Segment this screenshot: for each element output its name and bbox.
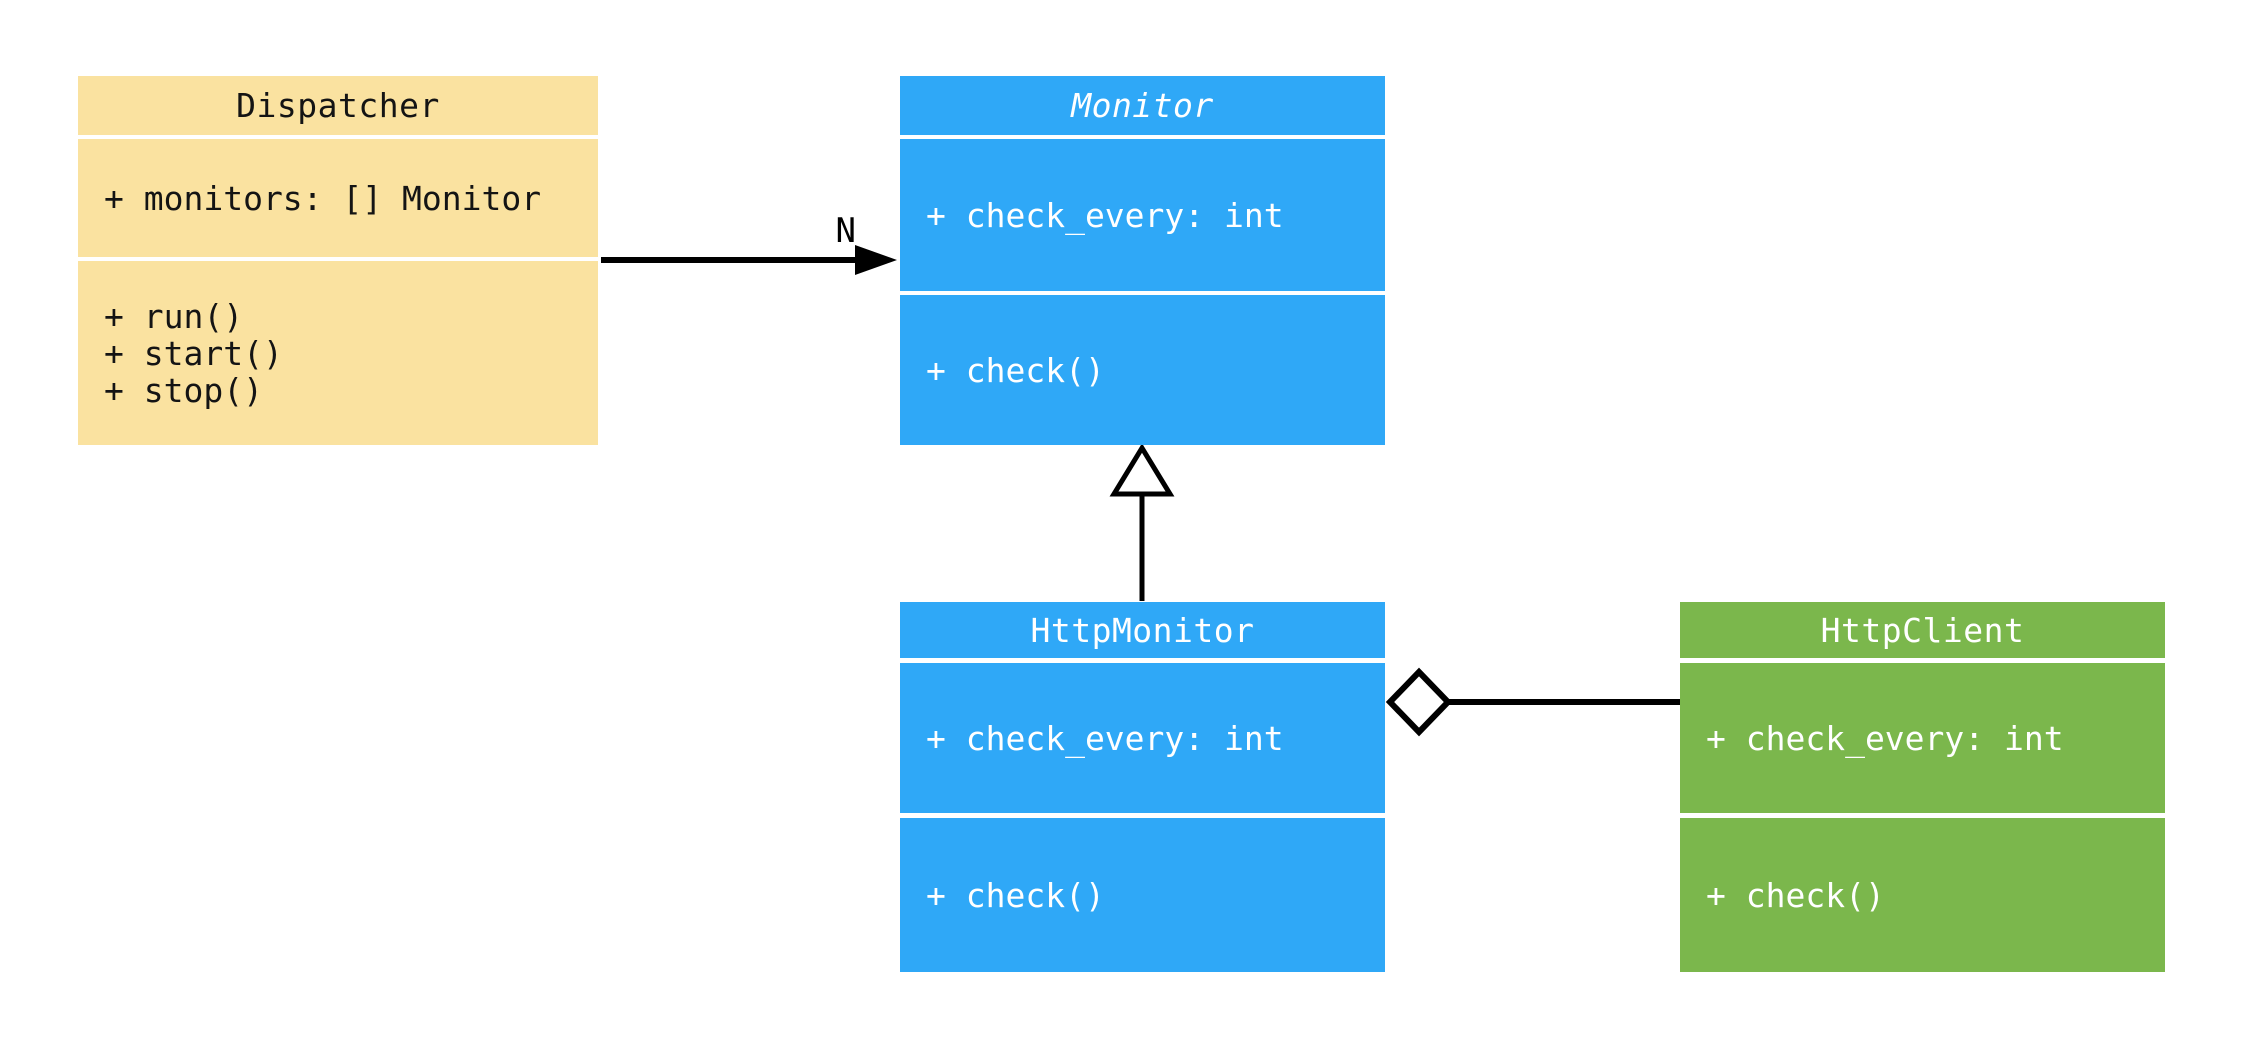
association-dispatcher-to-monitor: N <box>601 211 897 275</box>
hollow-diamond-icon <box>1385 667 1453 737</box>
method-line: + check() <box>926 875 1105 915</box>
aggregation-httpmonitor-to-httpclient <box>1385 667 1680 737</box>
class-name-httpmonitor: HttpMonitor <box>900 602 1385 658</box>
class-box-httpmonitor: HttpMonitor + check_every: int + check() <box>900 602 1385 972</box>
method-line: + stop() <box>104 370 263 410</box>
attribute-line: + check_every: int <box>926 718 1284 758</box>
attributes-section-monitor: + check_every: int <box>900 139 1385 291</box>
attribute-line: + check_every: int <box>926 195 1284 235</box>
methods-section-httpmonitor: + check() <box>900 818 1385 972</box>
multiplicity-label: N <box>836 211 856 251</box>
class-name-dispatcher: Dispatcher <box>78 76 598 135</box>
method-line: + check() <box>926 350 1105 390</box>
method-line: + start() <box>104 333 283 373</box>
hollow-triangle-arrowhead-icon <box>1109 443 1175 497</box>
methods-section-httpclient: + check() <box>1680 818 2165 972</box>
method-line: + check() <box>1706 875 1885 915</box>
class-box-monitor: Monitor + check_every: int + check() <box>900 76 1385 445</box>
attribute-line: + check_every: int <box>1706 718 2064 758</box>
attributes-section-httpclient: + check_every: int <box>1680 663 2165 813</box>
class-name-httpclient: HttpClient <box>1680 602 2165 658</box>
generalization-httpmonitor-to-monitor <box>1109 443 1175 601</box>
methods-section-monitor: + check() <box>900 295 1385 445</box>
class-box-dispatcher: Dispatcher + monitors: [] Monitor + run(… <box>78 76 598 445</box>
methods-section-dispatcher: + run() + start() + stop() <box>78 261 598 445</box>
attributes-section-httpmonitor: + check_every: int <box>900 663 1385 813</box>
attribute-line: + monitors: [] Monitor <box>104 178 542 218</box>
class-name-monitor: Monitor <box>900 76 1385 135</box>
attributes-section-dispatcher: + monitors: [] Monitor <box>78 139 598 257</box>
association-arrowhead-icon <box>855 245 897 275</box>
method-line: + run() <box>104 296 244 336</box>
class-box-httpclient: HttpClient + check_every: int + check() <box>1680 602 2165 972</box>
